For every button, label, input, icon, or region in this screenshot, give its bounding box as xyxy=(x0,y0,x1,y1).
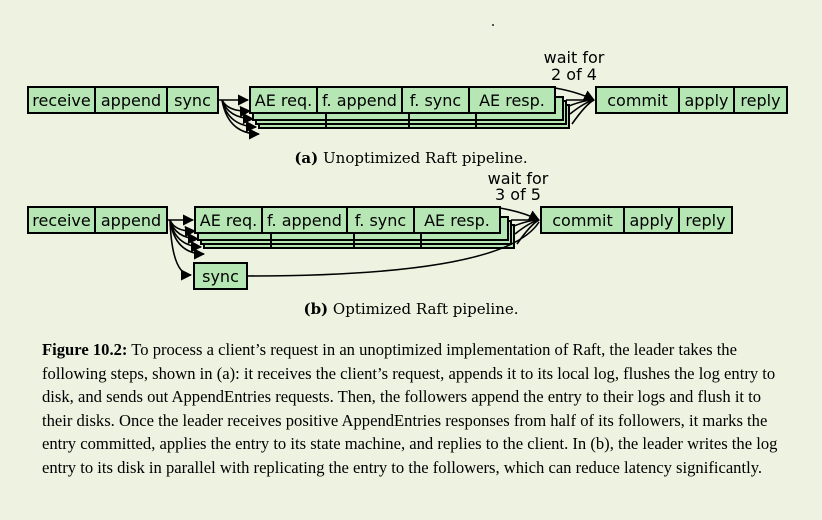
speck-mark xyxy=(492,24,494,26)
follower-step-ae-resp: AE resp. xyxy=(413,206,501,234)
step-label: sync xyxy=(202,267,239,286)
step-label: f. sync xyxy=(410,91,461,110)
diagram-a: receive append sync AE req. f. append xyxy=(27,48,788,140)
step-label: AE req. xyxy=(200,211,257,230)
step-label: receive xyxy=(32,211,90,230)
subcaption-b: (b) Optimized Raft pipeline. xyxy=(0,300,822,318)
step-label: AE req. xyxy=(255,91,312,110)
wait-label-line2: 3 of 5 xyxy=(495,185,541,204)
step-label: apply xyxy=(684,91,728,110)
subcaption-a: (a) Unoptimized Raft pipeline. xyxy=(0,149,822,167)
diagram-b: receive append AE req. f. append f. sync xyxy=(27,169,733,290)
step-label: f. append xyxy=(322,91,397,110)
final-step-reply: reply xyxy=(733,86,788,114)
step-label: reply xyxy=(685,211,725,230)
step-label: receive xyxy=(32,91,90,110)
figure-label: Figure 10.2: xyxy=(42,340,128,359)
follower-step-f-append: f. append xyxy=(261,206,348,234)
wait-label-line2: 2 of 4 xyxy=(551,65,597,84)
step-label: f. sync xyxy=(355,211,406,230)
step-label: AE resp. xyxy=(424,211,490,230)
fan-in-arrows xyxy=(554,87,596,125)
follower-step-f-sync: f. sync xyxy=(401,86,470,114)
figure-caption: Figure 10.2: To process a client’s reque… xyxy=(42,338,780,479)
step-label: reply xyxy=(740,91,780,110)
follower-step-ae-resp: AE resp. xyxy=(468,86,556,114)
subcaption-label: (a) xyxy=(294,149,319,167)
final-step-apply: apply xyxy=(623,206,680,234)
step-label: commit xyxy=(607,91,667,110)
step-label: sync xyxy=(174,91,211,110)
leader-step-append: append xyxy=(94,206,168,234)
follower-step-ae-req: AE req. xyxy=(194,206,263,234)
fan-out-arrows xyxy=(167,214,206,281)
step-label: apply xyxy=(629,211,673,230)
follower-step-f-sync: f. sync xyxy=(346,206,415,234)
leader-step-sync: sync xyxy=(166,86,219,114)
final-step-commit: commit xyxy=(540,206,625,234)
step-label: AE resp. xyxy=(479,91,545,110)
step-label: append xyxy=(101,91,161,110)
subcaption-text: Optimized Raft pipeline. xyxy=(328,300,519,318)
subcaption-text: Unoptimized Raft pipeline. xyxy=(318,149,528,167)
fan-out-arrows xyxy=(218,94,261,140)
leader-step-append: append xyxy=(94,86,168,114)
step-label: append xyxy=(101,211,161,230)
wait-label-line1: wait for xyxy=(488,169,549,188)
fan-in-arrows xyxy=(246,207,541,277)
step-label: commit xyxy=(552,211,612,230)
raft-pipeline-diagrams: receive append sync AE req. f. append xyxy=(27,24,788,290)
subcaption-label: (b) xyxy=(303,300,329,318)
step-label: f. append xyxy=(267,211,342,230)
figure-caption-text: To process a client’s request in an unop… xyxy=(42,340,778,477)
leader-step-receive: receive xyxy=(27,206,96,234)
follower-step-ae-req: AE req. xyxy=(249,86,318,114)
follower-step-f-append: f. append xyxy=(316,86,403,114)
leader-step-receive: receive xyxy=(27,86,96,114)
final-step-reply: reply xyxy=(678,206,733,234)
final-step-commit: commit xyxy=(595,86,680,114)
wait-label-line1: wait for xyxy=(544,48,605,67)
parallel-step-sync: sync xyxy=(193,262,248,290)
final-step-apply: apply xyxy=(678,86,735,114)
